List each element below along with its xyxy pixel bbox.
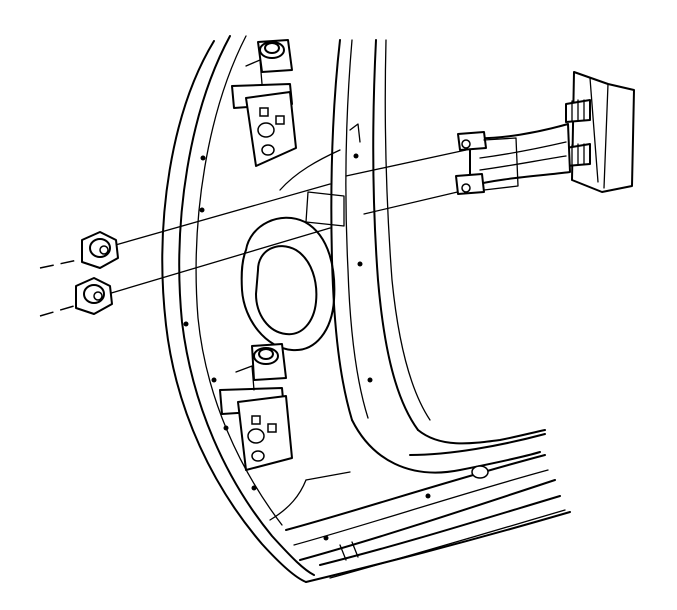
door-check-link xyxy=(345,71,635,215)
lower-door-hinge xyxy=(219,343,293,471)
upper-door-hinge xyxy=(231,39,297,167)
lower-nut xyxy=(39,227,331,317)
upper-nut xyxy=(39,183,331,269)
door-opening-frame xyxy=(161,35,571,583)
